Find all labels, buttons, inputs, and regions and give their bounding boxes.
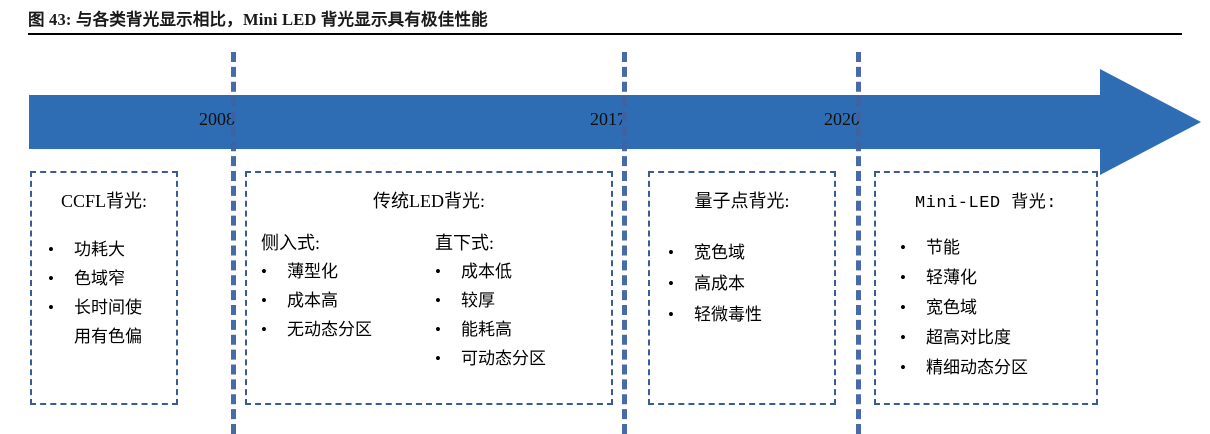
figure-title: 图 43: 与各类背光显示相比，Mini LED 背光显示具有极佳性能 [28, 10, 488, 29]
bullet-dot-icon: • [900, 298, 906, 317]
bullet-dot-icon: • [48, 240, 54, 259]
category-box-mini-led: Mini-LED 背光: • 节能 • 轻薄化 • 宽色域 • 超高对比度 • … [874, 171, 1098, 405]
list-item: • 宽色域 [900, 293, 1096, 323]
year-label-2008: 2008 [199, 109, 235, 129]
category-title-mini-led: Mini-LED 背光: [914, 194, 1058, 213]
list-item: • 可动态分区 [435, 344, 609, 373]
list-item: • 轻薄化 [900, 263, 1096, 293]
timeline-divider-2017 [622, 52, 627, 434]
bullet-dot-icon: • [261, 291, 267, 310]
bullet-list-quantum-dot: • 宽色域 • 高成本 • 轻微毒性 [668, 237, 834, 330]
list-item: • 成本高 [261, 286, 435, 315]
list-item-text: 薄型化 [287, 262, 338, 281]
list-item-text-continued: 用有色偏 [74, 327, 142, 346]
list-item: • 精细动态分区 [900, 353, 1096, 383]
bullet-dot-icon: • [48, 269, 54, 288]
list-item: • 轻微毒性 [668, 299, 834, 330]
column-direct-lit: 直下式: • 成本低 • 较厚 • 能耗高 • [435, 229, 609, 373]
category-title-quantum-dot: 量子点背光: [694, 191, 790, 211]
timeline-divider-2020 [856, 52, 861, 434]
bullet-dot-icon: • [900, 328, 906, 347]
category-box-traditional-led: 传统LED背光: 侧入式: • 薄型化 • 成本高 • 无动态分区 [245, 171, 613, 405]
bullet-dot-icon: • [435, 262, 441, 281]
bullet-list-ccfl: • 功耗大 • 色域窄 • 长时间使 用有色偏 [48, 235, 176, 351]
list-item-text: 轻薄化 [926, 268, 977, 287]
list-item: • 较厚 [435, 286, 609, 315]
list-item-text: 宽色域 [694, 243, 745, 262]
list-item-text: 长时间使 [74, 298, 142, 317]
timeline-arrow-body [29, 95, 1104, 149]
list-item: • 宽色域 [668, 237, 834, 268]
list-item-text: 无动态分区 [287, 320, 372, 339]
bullet-dot-icon: • [435, 320, 441, 339]
year-label-2020: 2020 [824, 109, 860, 129]
bullet-dot-icon: • [668, 305, 674, 324]
bullet-dot-icon: • [261, 262, 267, 281]
column-heading-direct-lit: 直下式: [435, 233, 495, 253]
bullet-dot-icon: • [900, 358, 906, 377]
bullet-dot-icon: • [261, 320, 267, 339]
column-wrapper: 侧入式: • 薄型化 • 成本高 • 无动态分区 [247, 229, 611, 373]
list-item: • 长时间使 用有色偏 [48, 293, 176, 351]
list-item-text: 节能 [926, 238, 960, 257]
category-title-ccfl: CCFL背光: [60, 191, 148, 211]
list-item-text: 可动态分区 [461, 349, 546, 368]
list-item-text: 高成本 [694, 274, 745, 293]
category-title-traditional-led: 传统LED背光: [373, 191, 485, 211]
list-item: • 薄型化 [261, 257, 435, 286]
list-item: • 高成本 [668, 268, 834, 299]
list-item-text: 宽色域 [926, 298, 977, 317]
category-box-quantum-dot: 量子点背光: • 宽色域 • 高成本 • 轻微毒性 [648, 171, 836, 405]
bullet-dot-icon: • [668, 274, 674, 293]
list-item-text: 成本低 [461, 262, 512, 281]
list-item-text: 能耗高 [461, 320, 512, 339]
list-item-text: 色域窄 [74, 269, 125, 288]
bullet-dot-icon: • [435, 291, 441, 310]
bullet-list-direct-lit: • 成本低 • 较厚 • 能耗高 • 可动态分区 [435, 257, 609, 373]
column-edge-lit: 侧入式: • 薄型化 • 成本高 • 无动态分区 [261, 229, 435, 373]
list-item-text: 超高对比度 [926, 328, 1011, 347]
column-heading-edge-lit: 侧入式: [261, 233, 321, 253]
year-label-2017: 2017 [590, 109, 626, 129]
list-item: • 成本低 [435, 257, 609, 286]
list-item-text: 精细动态分区 [926, 358, 1028, 377]
list-item: • 超高对比度 [900, 323, 1096, 353]
bullet-dot-icon: • [435, 349, 441, 368]
bullet-list-edge-lit: • 薄型化 • 成本高 • 无动态分区 [261, 257, 435, 344]
list-item: • 能耗高 [435, 315, 609, 344]
bullet-dot-icon: • [900, 268, 906, 287]
bullet-list-mini-led: • 节能 • 轻薄化 • 宽色域 • 超高对比度 • 精细动态分区 [900, 233, 1096, 383]
bullet-dot-icon: • [900, 238, 906, 257]
list-item: • 功耗大 [48, 235, 176, 264]
list-item-text: 轻微毒性 [694, 305, 762, 324]
list-item: • 节能 [900, 233, 1096, 263]
list-item: • 色域窄 [48, 264, 176, 293]
bullet-dot-icon: • [668, 243, 674, 262]
category-box-ccfl: CCFL背光: • 功耗大 • 色域窄 • 长时间使 用有色偏 [30, 171, 178, 405]
list-item-text: 较厚 [461, 291, 495, 310]
timeline-arrow-head-icon [1100, 69, 1201, 175]
title-divider-rule [28, 33, 1182, 35]
timeline-divider-2008 [231, 52, 236, 434]
list-item: • 无动态分区 [261, 315, 435, 344]
list-item-text: 成本高 [287, 291, 338, 310]
list-item-text: 功耗大 [74, 240, 125, 259]
bullet-dot-icon: • [48, 298, 54, 317]
